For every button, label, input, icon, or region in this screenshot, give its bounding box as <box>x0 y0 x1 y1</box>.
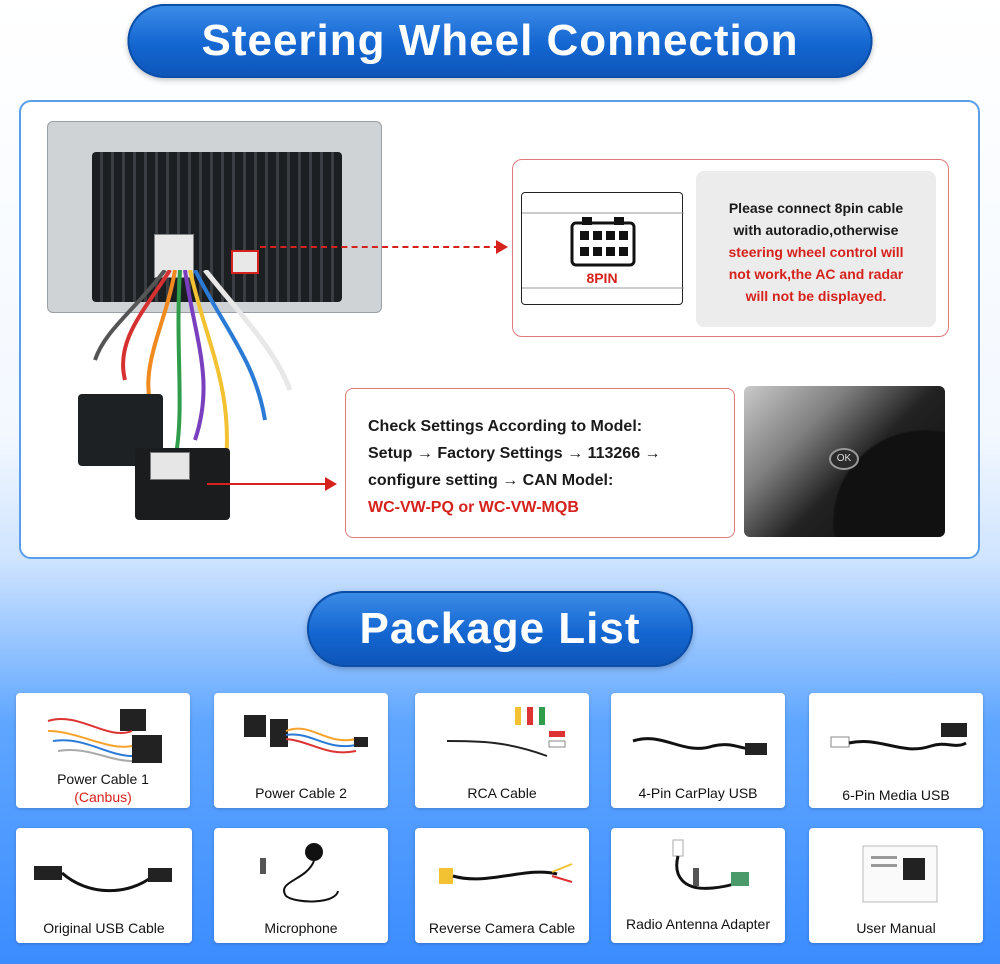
package-item: Power Cable 2 <box>214 693 388 808</box>
package-item-label: User Manual <box>856 920 936 936</box>
settings-line-1: Check Settings According to Model: <box>368 418 643 435</box>
antenna-adapter-icon <box>672 839 750 890</box>
package-item-label: 6-Pin Media USB <box>842 787 950 803</box>
wire-harness-image <box>93 270 293 471</box>
microphone-icon <box>260 843 339 903</box>
note-red-line-2: not work,the AC and radar <box>728 266 904 282</box>
settings-instructions: Check Settings According to Model: Setup… <box>345 388 735 538</box>
ok-button-icon: OK <box>829 448 859 470</box>
manual-icon <box>862 845 938 903</box>
section-title-connection: Steering Wheel Connection <box>127 4 873 78</box>
usb-cable-icon <box>632 737 767 755</box>
eight-pin-icon <box>522 212 684 289</box>
section-title-package-text: Package List <box>359 604 641 653</box>
head-unit-body <box>92 152 342 302</box>
section-title-connection-text: Steering Wheel Connection <box>201 16 799 65</box>
package-item-label: RCA Cable <box>467 785 537 801</box>
package-item: Original USB Cable <box>16 828 192 943</box>
package-item: Power Cable 1 (Canbus) <box>16 693 190 808</box>
section-title-package: Package List <box>307 591 693 667</box>
package-item-label: Power Cable 1 <box>57 771 149 787</box>
power-cable-icon <box>244 715 368 754</box>
dashed-arrow <box>260 246 500 248</box>
package-item: Reverse Camera Cable <box>415 828 589 943</box>
package-item: 4-Pin CarPlay USB <box>611 693 785 808</box>
settings-can-model: WC-VW-PQ or WC-VW-MQB <box>368 499 579 516</box>
note-line-2: with autoradio,otherwise <box>733 222 899 238</box>
note-red-line-1: steering wheel control will <box>728 244 904 260</box>
package-item: 6-Pin Media USB <box>809 693 983 808</box>
eight-pin-label: 8PIN <box>586 270 618 286</box>
package-item-label: Power Cable 2 <box>255 785 347 801</box>
rca-cable-icon <box>446 707 566 757</box>
package-item-sublabel: (Canbus) <box>74 789 132 805</box>
package-item: RCA Cable <box>415 693 589 808</box>
package-item-label: 4-Pin CarPlay USB <box>638 785 758 801</box>
note-red-line-3: will not be displayed. <box>745 288 887 304</box>
red-arrow <box>207 483 327 485</box>
canbus-sticker <box>150 452 190 480</box>
power-cable-canbus-icon <box>47 709 162 763</box>
connection-warning-note: Please connect 8pin cable with autoradio… <box>696 171 936 327</box>
package-item-label: Original USB Cable <box>43 920 165 936</box>
arrow-head-icon <box>325 477 337 491</box>
settings-line-2: Setup → Factory Settings → 113266 → <box>368 445 661 462</box>
package-item: Microphone <box>214 828 388 943</box>
package-item-label: Radio Antenna Adapter <box>625 916 770 932</box>
steering-wheel-image: OK <box>744 386 945 537</box>
package-item: Radio Antenna Adapter <box>611 828 785 943</box>
usb-cable-icon <box>830 723 967 751</box>
arrow-head-icon <box>496 240 508 254</box>
eight-pin-diagram <box>521 192 684 305</box>
package-item: User Manual <box>809 828 983 943</box>
package-item-label: Microphone <box>264 920 338 936</box>
settings-line-3: configure setting → CAN Model: <box>368 472 614 489</box>
note-line-1: Please connect 8pin cable <box>728 200 904 216</box>
connector-port <box>231 250 259 274</box>
usb-cable-icon <box>34 866 172 893</box>
camera-cable-icon <box>439 863 573 884</box>
package-item-label: Reverse Camera Cable <box>428 920 576 936</box>
